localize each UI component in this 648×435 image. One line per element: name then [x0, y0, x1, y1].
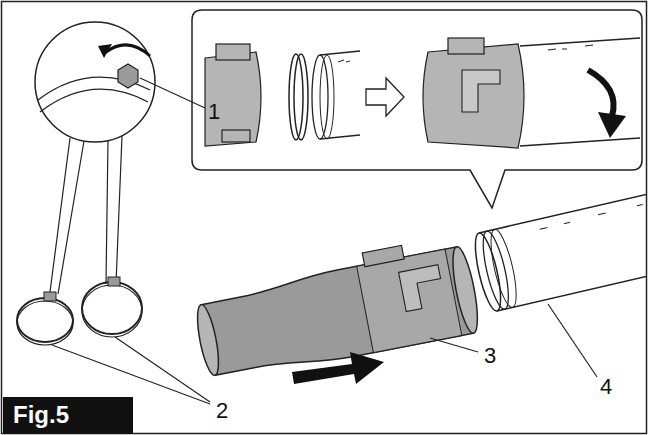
leader-line — [52, 345, 210, 404]
callout-number: 4 — [600, 376, 612, 398]
latch-tab — [362, 245, 404, 266]
hose-clamp — [82, 285, 142, 337]
leader-line — [430, 338, 478, 352]
clamp-screw — [108, 277, 120, 286]
pipe-ring — [486, 227, 522, 309]
latch-tab — [448, 38, 484, 54]
turn-arrow-head — [598, 112, 626, 138]
hose-clamp — [82, 282, 142, 334]
nozzle-collar — [205, 52, 261, 146]
clamp-screw — [44, 292, 56, 301]
latch-lever — [399, 265, 446, 312]
hose-clamps — [17, 277, 210, 404]
leader-line — [548, 304, 597, 377]
pipe-mark — [548, 45, 593, 50]
clamp-inset — [35, 22, 205, 294]
blower-nozzle — [189, 233, 482, 384]
seal-ring — [294, 54, 308, 140]
nozzle-end — [193, 303, 222, 377]
latch-tab — [216, 44, 250, 60]
callout-number: 1 — [208, 101, 220, 123]
inset-circle — [35, 22, 155, 142]
pipe-outline — [520, 38, 640, 146]
turn-arrow-head — [98, 44, 112, 58]
step-arrow — [366, 78, 404, 116]
hose-clamp — [17, 298, 73, 342]
inset-tail — [50, 136, 122, 294]
nozzle-collar — [423, 44, 524, 148]
leader-line — [140, 78, 205, 108]
turn-arrow — [588, 70, 614, 116]
figure-number: Fig.5 — [13, 402, 69, 428]
push-arrow — [292, 352, 384, 384]
inset-bubble — [192, 10, 642, 208]
latch-lever — [462, 70, 500, 112]
latch-tab — [222, 130, 250, 142]
pipe-ring — [478, 229, 514, 311]
nozzle-end — [448, 245, 482, 335]
pipe-mark — [539, 204, 643, 229]
callout-number: 2 — [216, 400, 228, 422]
leader-line — [115, 337, 210, 402]
pipe-mark — [338, 60, 350, 62]
bubble-outline — [192, 10, 642, 208]
turn-arrow — [106, 45, 150, 56]
pipe-outline — [479, 179, 646, 311]
hose-clamp — [17, 301, 73, 345]
blower-pipe — [470, 179, 646, 313]
figure-tag: Fig.5 — [3, 397, 133, 434]
callout-number: 3 — [484, 345, 496, 367]
pipe-ring — [320, 55, 334, 139]
nozzle-body — [200, 247, 474, 383]
clamp-screw — [118, 64, 138, 88]
